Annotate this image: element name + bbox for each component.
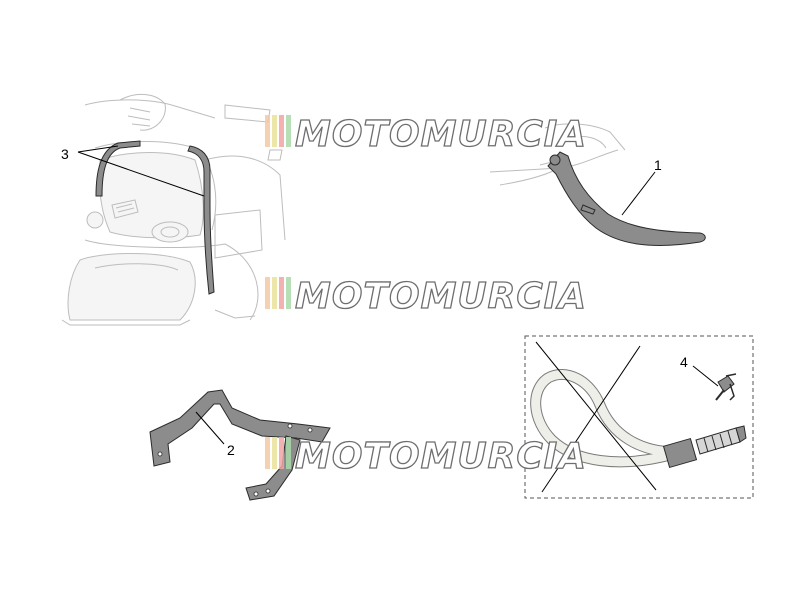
- watermark-1: MOTOMURCIA: [265, 113, 587, 156]
- part-3-leaders: [77, 145, 205, 197]
- watermark-text: MOTOMURCIA: [295, 114, 587, 155]
- watermark-3: MOTOMURCIA: [265, 435, 587, 478]
- callout-3: 3: [61, 146, 69, 162]
- watermark-text: MOTOMURCIA: [295, 436, 587, 477]
- callout-1: 1: [654, 157, 662, 173]
- watermark-2: MOTOMURCIA: [265, 275, 587, 318]
- callout-4: 4: [680, 354, 688, 370]
- scooter-front-illustration: [61, 94, 286, 326]
- part-4-cable-lock-group: [524, 335, 754, 499]
- dashed-frame: [524, 335, 754, 499]
- part-1-side-stand: [489, 123, 706, 247]
- part-3-shield-trim: [95, 140, 215, 295]
- callout-2: 2: [227, 442, 235, 458]
- watermark-text: MOTOMURCIA: [295, 276, 587, 317]
